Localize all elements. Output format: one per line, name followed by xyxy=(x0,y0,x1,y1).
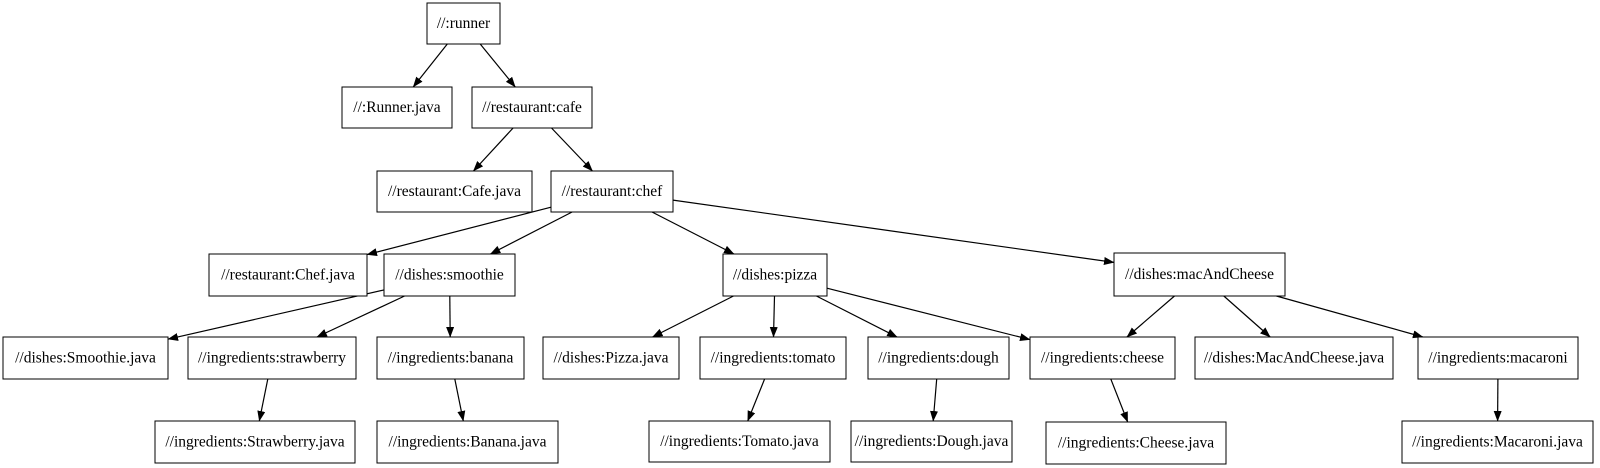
node-box-macaroni xyxy=(1417,336,1579,380)
graph-node-dough: //ingredients:dough xyxy=(867,336,1010,380)
graph-node-banana_java: //ingredients:Banana.java xyxy=(376,420,559,464)
node-box-dough xyxy=(867,336,1010,380)
node-box-pizza xyxy=(722,253,828,297)
graph-node-runner_java: //:Runner.java xyxy=(341,86,453,129)
node-label-macandcheese: //dishes:macAndCheese xyxy=(1125,266,1274,283)
graph-node-cheese_java: //ingredients:Cheese.java xyxy=(1045,421,1227,465)
graph-node-pizza_java: //dishes:Pizza.java xyxy=(542,336,680,380)
graph-node-tomato_java: //ingredients:Tomato.java xyxy=(648,420,831,463)
graph-node-cafe: //restaurant:cafe xyxy=(471,86,593,129)
node-label-banana: //ingredients:banana xyxy=(388,350,514,367)
node-box-smoothie_java xyxy=(2,336,169,380)
node-label-macandcheese_java: //dishes:MacAndCheese.java xyxy=(1204,350,1384,367)
graph-edge-cafe-to-cafe_java xyxy=(472,127,514,172)
graph-edge-dough-to-dough_java xyxy=(930,378,939,422)
graph-edge-chef-to-chef_java xyxy=(366,206,552,256)
graph-node-cafe_java: //restaurant:Cafe.java xyxy=(376,170,533,213)
graph-node-macaroni: //ingredients:macaroni xyxy=(1417,336,1579,380)
node-label-macaroni_java: //ingredients:Macaroni.java xyxy=(1412,434,1583,451)
graph-edge-macandcheese-to-macandcheese_java xyxy=(1223,295,1271,338)
graph-node-macandcheese: //dishes:macAndCheese xyxy=(1113,252,1286,297)
node-label-chef: //restaurant:chef xyxy=(562,183,664,200)
node-label-chef_java: //restaurant:Chef.java xyxy=(221,267,355,284)
node-label-banana_java: //ingredients:Banana.java xyxy=(389,434,547,451)
node-box-runner_java xyxy=(341,86,453,129)
node-label-pizza: //dishes:pizza xyxy=(733,267,817,284)
graph-node-strawberry_java: //ingredients:Strawberry.java xyxy=(154,420,356,464)
graph-edge-macandcheese-to-macaroni xyxy=(1276,295,1424,339)
node-label-tomato_java: //ingredients:Tomato.java xyxy=(660,433,819,450)
graph-edge-runner-to-cafe xyxy=(479,43,516,88)
graph-node-smoothie: //dishes:smoothie xyxy=(383,253,516,297)
graph-edge-pizza-to-pizza_java xyxy=(652,295,734,338)
graph-node-macaroni_java: //ingredients:Macaroni.java xyxy=(1401,420,1594,464)
node-box-runner xyxy=(426,2,501,45)
graph-node-chef_java: //restaurant:Chef.java xyxy=(208,253,368,297)
node-label-macaroni: //ingredients:macaroni xyxy=(1428,350,1568,367)
node-box-banana xyxy=(376,336,525,380)
node-box-smoothie xyxy=(383,253,516,297)
graph-node-strawberry: //ingredients:strawberry xyxy=(187,336,357,380)
graph-node-smoothie_java: //dishes:Smoothie.java xyxy=(2,336,169,380)
node-box-macandcheese_java xyxy=(1194,336,1394,380)
node-box-chef xyxy=(550,170,674,213)
graph-edge-strawberry-to-strawberry_java xyxy=(257,378,269,422)
graph-edge-smoothie-to-smoothie_java xyxy=(167,289,385,341)
node-box-cheese_java xyxy=(1045,421,1227,465)
node-box-chef_java xyxy=(208,253,368,297)
graph-edge-banana-to-banana_java xyxy=(454,378,466,422)
node-label-strawberry: //ingredients:strawberry xyxy=(198,350,346,367)
graph-node-chef: //restaurant:chef xyxy=(550,170,674,213)
graph-edge-runner-to-runner_java xyxy=(412,43,448,88)
graph-edge-chef-to-macandcheese xyxy=(672,199,1115,265)
node-label-cheese: //ingredients:cheese xyxy=(1041,350,1164,367)
graph-edge-cafe-to-chef xyxy=(551,127,593,172)
graph-node-cheese: //ingredients:cheese xyxy=(1029,336,1176,380)
node-box-macandcheese xyxy=(1113,252,1286,297)
graph-edge-chef-to-pizza xyxy=(651,211,735,255)
node-label-pizza_java: //dishes:Pizza.java xyxy=(554,350,669,367)
node-box-banana_java xyxy=(376,420,559,464)
graph-edge-cheese-to-cheese_java xyxy=(1110,378,1129,423)
node-label-smoothie_java: //dishes:Smoothie.java xyxy=(15,350,156,367)
graph-edge-pizza-to-cheese xyxy=(826,287,1031,342)
node-box-dough_java xyxy=(850,420,1013,463)
node-box-cafe xyxy=(471,86,593,129)
node-box-cheese xyxy=(1029,336,1176,380)
node-label-smoothie: //dishes:smoothie xyxy=(395,267,504,284)
node-label-cafe: //restaurant:cafe xyxy=(482,99,582,116)
graph-node-macandcheese_java: //dishes:MacAndCheese.java xyxy=(1194,336,1394,380)
node-label-dough_java: //ingredients:Dough.java xyxy=(855,433,1009,450)
edges-layer xyxy=(167,43,1502,423)
graph-edge-tomato-to-tomato_java xyxy=(747,378,766,422)
node-label-strawberry_java: //ingredients:Strawberry.java xyxy=(165,434,344,451)
graph-node-tomato: //ingredients:tomato xyxy=(699,336,847,380)
node-label-cafe_java: //restaurant:Cafe.java xyxy=(388,183,521,200)
node-box-strawberry_java xyxy=(154,420,356,464)
graph-edge-pizza-to-dough xyxy=(816,295,898,338)
graph-node-banana: //ingredients:banana xyxy=(376,336,525,380)
node-box-macaroni_java xyxy=(1401,420,1594,464)
graph-edge-pizza-to-tomato xyxy=(769,295,778,338)
node-label-cheese_java: //ingredients:Cheese.java xyxy=(1058,435,1214,452)
node-box-tomato_java xyxy=(648,420,831,463)
graph-node-pizza: //dishes:pizza xyxy=(722,253,828,297)
node-box-tomato xyxy=(699,336,847,380)
node-box-pizza_java xyxy=(542,336,680,380)
graph-edge-chef-to-smoothie xyxy=(489,211,573,255)
node-label-dough: //ingredients:dough xyxy=(878,350,999,367)
graph-edge-macandcheese-to-cheese xyxy=(1126,295,1175,338)
graph-node-dough_java: //ingredients:Dough.java xyxy=(850,420,1013,463)
graph-node-runner: //:runner xyxy=(426,2,501,45)
node-label-runner_java: //:Runner.java xyxy=(353,99,441,116)
node-label-runner: //:runner xyxy=(437,15,491,32)
node-box-strawberry xyxy=(187,336,357,380)
graph-edge-smoothie-to-strawberry xyxy=(316,295,405,338)
node-box-cafe_java xyxy=(376,170,533,213)
node-label-tomato: //ingredients:tomato xyxy=(711,350,836,367)
